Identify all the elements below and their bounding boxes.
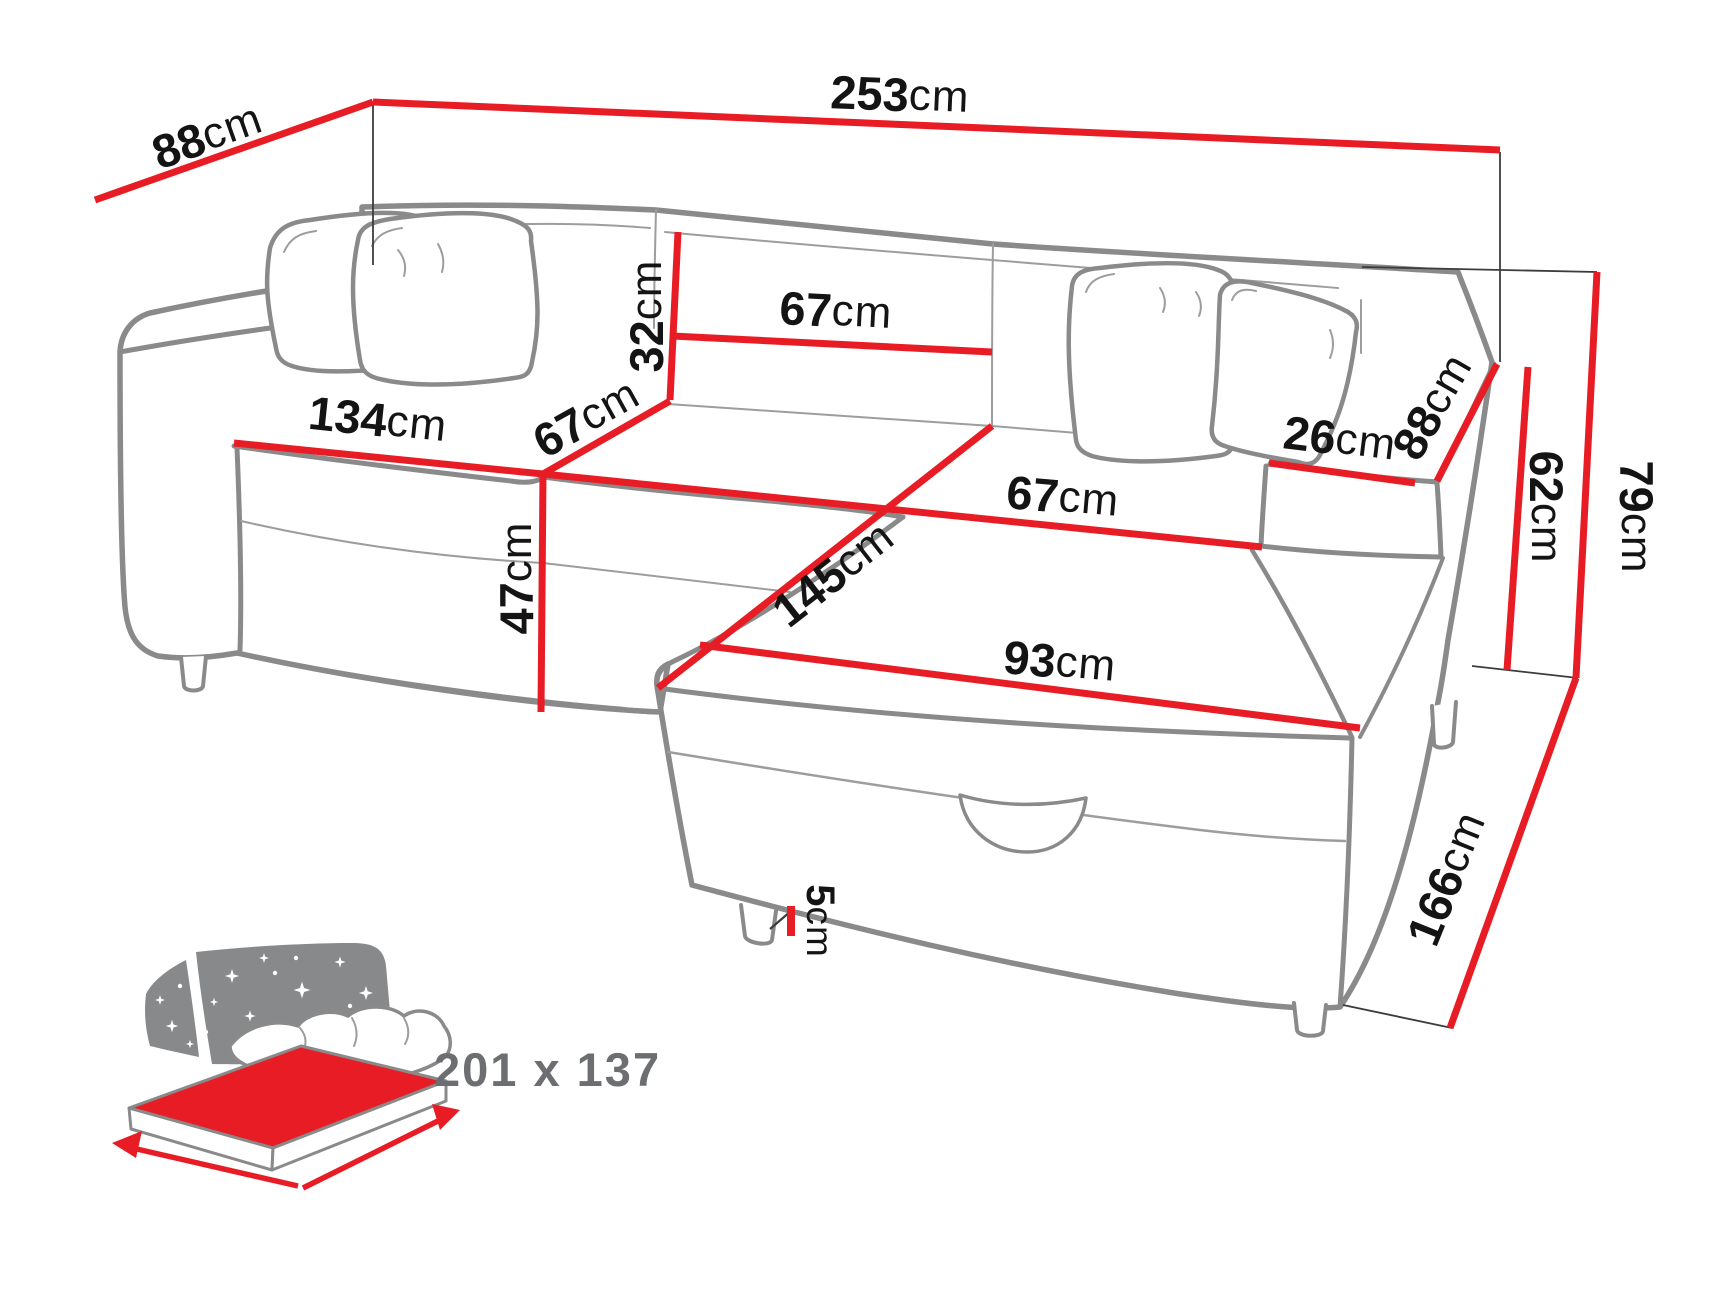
dimension-line-total-width bbox=[372, 98, 1501, 154]
dimension-line-total-height bbox=[1572, 271, 1601, 679]
sofa-leg bbox=[179, 654, 208, 693]
dimension-line-armrest-depth bbox=[1433, 362, 1501, 483]
dimension-line-backrest-width bbox=[671, 332, 993, 356]
sofa-bed-sleeping-icon bbox=[112, 943, 460, 1191]
dim-label-back-depth: 88cm bbox=[145, 91, 269, 179]
dim-label-total-height: 79cm bbox=[1611, 461, 1664, 574]
dimension-line-left-seat-width bbox=[233, 439, 544, 478]
sofa-leg bbox=[1430, 700, 1458, 750]
dimension-lines bbox=[93, 98, 1601, 1030]
dimension-line-chaise-front-width bbox=[699, 641, 1361, 732]
sofa-legs bbox=[179, 654, 1458, 1038]
dimension-line-back-depth bbox=[93, 98, 375, 204]
dim-label-left-seat-width: 134cm bbox=[306, 385, 450, 452]
extension-lines bbox=[372, 104, 1598, 1029]
dimension-line-backrest-height bbox=[666, 231, 682, 401]
dim-label-armrest-top-width: 26cm bbox=[1281, 405, 1400, 471]
dimension-line-armrest-top-width bbox=[1268, 459, 1416, 487]
sleeping-area-size-label: 201 x 137 bbox=[434, 1043, 661, 1096]
unfold-arrows bbox=[112, 1104, 460, 1191]
dim-label-chaise-front-width: 93cm bbox=[1001, 630, 1118, 693]
dim-label-armrest-height: 62cm bbox=[1521, 451, 1574, 564]
night-sky-shape bbox=[145, 960, 199, 1057]
dimension-line-chaise-seat-width bbox=[542, 470, 1263, 551]
dim-label-backrest-height: 32cm bbox=[620, 260, 673, 373]
pillow bbox=[1209, 279, 1360, 467]
mattress-side bbox=[270, 1079, 448, 1172]
dim-label-backrest-section-width: 67cm bbox=[778, 281, 894, 340]
sofa-leg bbox=[1292, 1001, 1328, 1038]
dimension-line-armrest-height bbox=[1503, 366, 1532, 671]
pillow bbox=[350, 210, 540, 387]
pillows bbox=[264, 210, 1360, 467]
dim-label-leg-height: 5cm bbox=[798, 884, 842, 958]
storage-handle bbox=[958, 793, 1088, 854]
dimension-line-side-depth bbox=[1446, 676, 1580, 1030]
dimension-line-seat-depth bbox=[541, 397, 672, 478]
dim-label-seat-height: 47cm bbox=[490, 522, 543, 635]
dimension-line-seat-height bbox=[537, 473, 547, 713]
dim-label-chaise-seat-width: 67cm bbox=[1004, 465, 1121, 528]
dim-label-total-width: 253cm bbox=[829, 65, 970, 124]
sofa-leg bbox=[739, 903, 778, 946]
